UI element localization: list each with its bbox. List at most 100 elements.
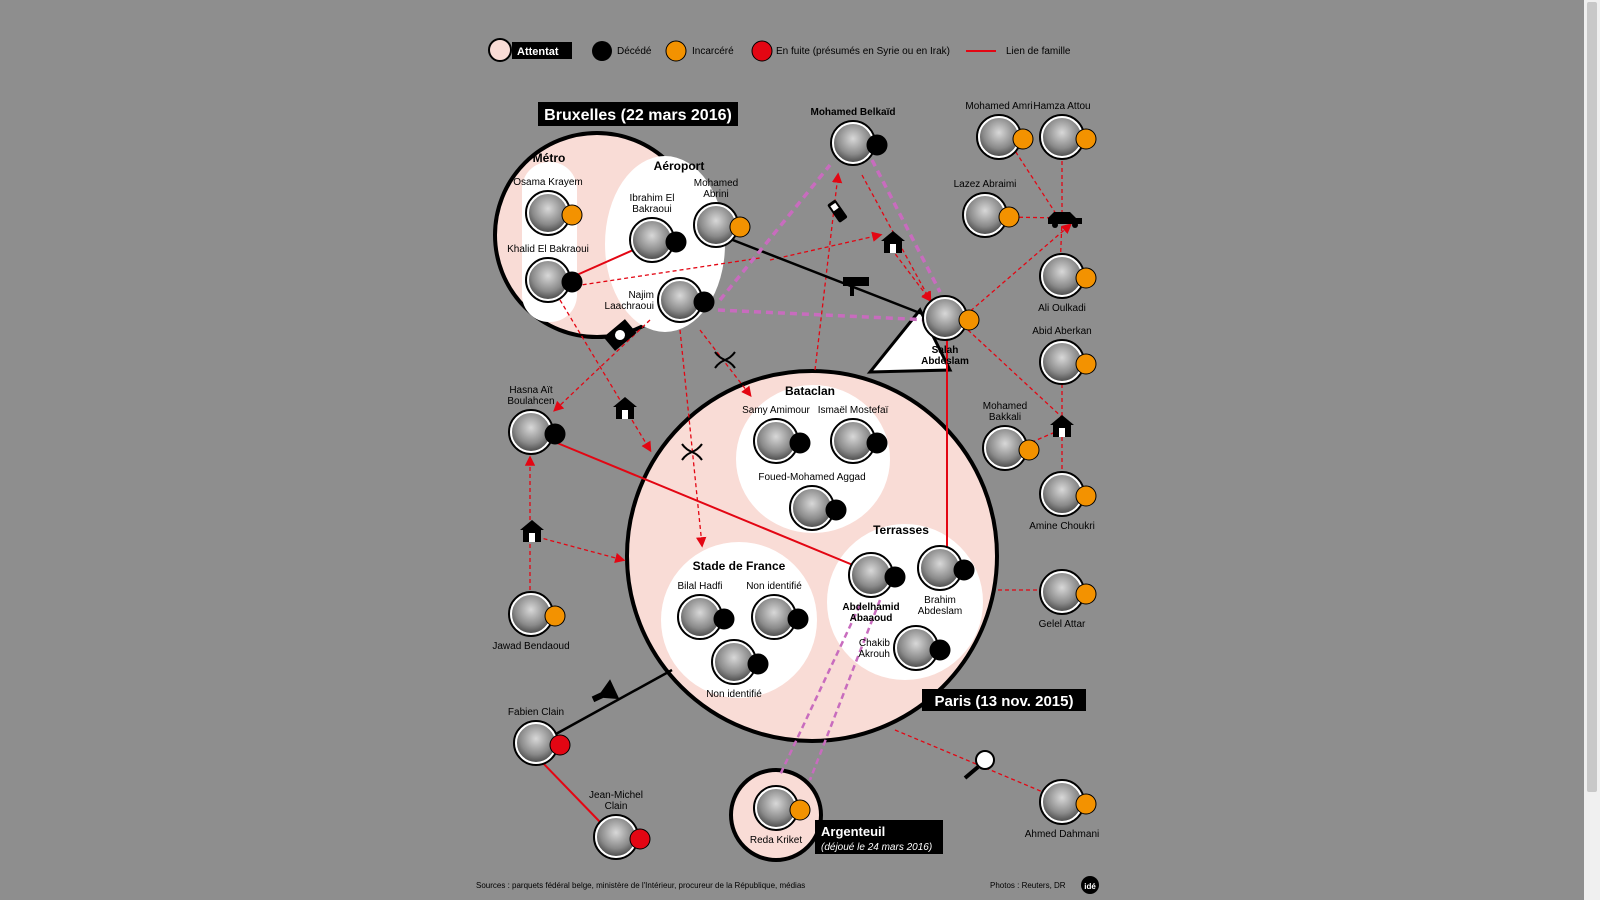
person-node-hadfi: Bilal Hadfi: [677, 581, 735, 640]
salah-callout-wedge: [866, 307, 953, 374]
person-name: Jawad Bendaoud: [492, 641, 569, 652]
car-icon: [1048, 212, 1082, 228]
money-icon: [603, 319, 637, 351]
status-dot: [544, 605, 566, 627]
argenteuil-subtitle: (déjoué le 24 mars 2016): [821, 842, 932, 853]
person-name: Ahmed Dahmani: [1025, 829, 1099, 840]
vertical-scrollbar[interactable]: [1584, 0, 1600, 900]
status-dot: [998, 206, 1020, 228]
house-icon: [613, 397, 637, 419]
sources-text: Sources : parquets fédéral belge, minist…: [476, 881, 805, 890]
person-node-amri: Mohamed Amri: [965, 101, 1034, 160]
person-node-fabien: Fabien Clain: [508, 707, 571, 766]
status-dot: [1075, 485, 1097, 507]
status-dot: [958, 309, 980, 331]
person-node-chouki: Amine Choukri: [1029, 471, 1097, 532]
person-name: Bilal Hadfi: [677, 581, 722, 592]
magnifier-icon: [963, 750, 995, 780]
status-dot: [1012, 128, 1034, 150]
person-node-attar: Gelel Attar: [1039, 569, 1097, 630]
link-icons: [520, 200, 1082, 780]
person-node-abraimi: Lazez Abraimi: [954, 179, 1020, 238]
person-node-nonid2: Non identifié: [706, 639, 769, 700]
house-icon: [1050, 415, 1074, 437]
status-dot: [1075, 583, 1097, 605]
status-dot: [549, 734, 571, 756]
person-node-attou: Hamza Attou: [1033, 101, 1097, 160]
person-name: Lazez Abraimi: [954, 179, 1017, 190]
legend-fugitive-label: En fuite (présumés en Syrie ou en Irak): [776, 46, 950, 57]
person-node-aberkan: Abid Aberkan: [1032, 326, 1097, 385]
person-node-dahmani: Ahmed Dahmani: [1025, 779, 1099, 840]
status-dot: [789, 432, 811, 454]
person-name: Mohamed Amri: [965, 101, 1032, 112]
status-dot: [884, 566, 906, 588]
house-icon: [520, 520, 544, 542]
status-dot: [629, 828, 651, 850]
photos-credit: Photos : Reuters, DR: [990, 881, 1066, 890]
status-dot: [1075, 353, 1097, 375]
group-labels: Bruxelles (22 mars 2016) Métro Aéroport …: [533, 102, 1086, 854]
status-dot: [561, 204, 583, 226]
dna-icon: [681, 443, 703, 461]
megaphone-icon: [591, 679, 620, 703]
person-name: Ali Oulkadi: [1038, 303, 1086, 314]
person-name: Samy Amimour: [742, 405, 810, 416]
person-name: Foued-Mohamed Aggad: [758, 472, 865, 483]
legend-attack-label: Attentat: [517, 46, 559, 58]
person-node-osama: Osama Krayem: [513, 177, 583, 236]
status-dot: [787, 608, 809, 630]
status-dot: [713, 608, 735, 630]
status-dot: [1018, 439, 1040, 461]
status-dot: [789, 799, 811, 821]
airport-label: Aéroport: [654, 159, 705, 173]
legend-family-label: Lien de famille: [1006, 46, 1071, 57]
person-node-foued: Foued-Mohamed Aggad: [758, 472, 866, 531]
scrollbar-thumb[interactable]: [1587, 2, 1597, 792]
bataclan-label: Bataclan: [785, 384, 835, 398]
metro-label: Métro: [533, 151, 566, 165]
legend-jailed-label: Incarcéré: [692, 46, 734, 57]
dna-icon: [714, 351, 736, 369]
status-dot: [665, 231, 687, 253]
person-name: Osama Krayem: [513, 177, 582, 188]
phone-icon: [827, 200, 848, 223]
person-node-nonid1: Non identifié: [746, 581, 809, 640]
status-dot: [953, 559, 975, 581]
legend: Attentat Décédé Incarcéré En fuite (prés…: [488, 38, 1071, 62]
paris-title: Paris (13 nov. 2015): [935, 693, 1074, 710]
status-dot: [1075, 128, 1097, 150]
status-dot: [747, 653, 769, 675]
person-node-ismael: Ismaël Mostefaï: [818, 405, 889, 464]
terraces-label: Terrasses: [873, 523, 929, 537]
person-node-oulkadi: Ali Oulkadi: [1038, 253, 1097, 314]
status-dot: [825, 499, 847, 521]
person-name: Abid Aberkan: [1032, 326, 1092, 337]
legend-dead-label: Décédé: [617, 46, 652, 57]
person-name: Non identifié: [746, 581, 802, 592]
person-name: Non identifié: [706, 689, 762, 700]
person-name: Mohamed Belkaïd: [810, 107, 895, 118]
status-dot: [561, 271, 583, 293]
status-dot: [1075, 267, 1097, 289]
person-name: Khalid El Bakraoui: [507, 244, 589, 255]
person-node-reda: Reda Kriket: [750, 785, 811, 846]
